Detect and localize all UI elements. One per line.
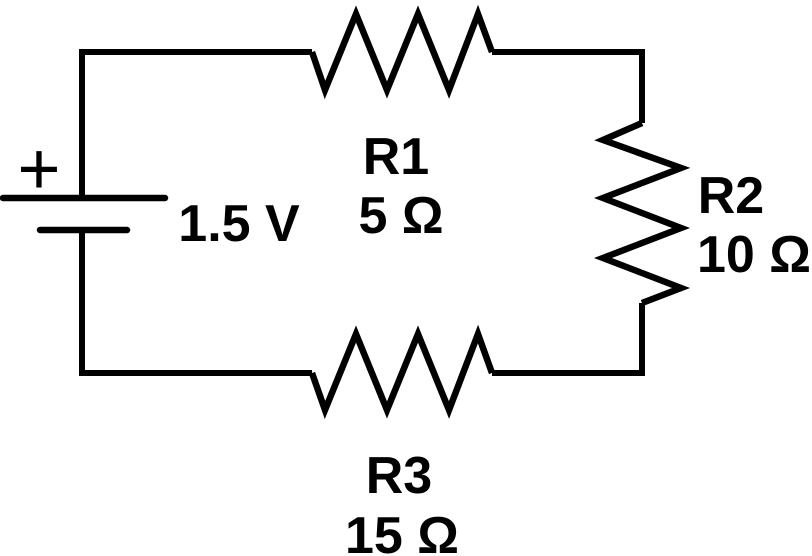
resistor-r1-name-label: R1	[362, 128, 430, 186]
battery-voltage-label: 1.5 V	[178, 195, 300, 253]
battery-plus-icon: +	[17, 127, 61, 210]
circuit-wire	[79, 49, 645, 376]
battery-icon	[0, 194, 169, 234]
resistor-r2-name-label: R2	[697, 167, 765, 225]
resistor-r3-name-label: R3	[365, 447, 433, 505]
resistor-r3-icon	[308, 324, 496, 420]
resistor-r3-value-label: 15 Ω	[345, 507, 459, 556]
resistor-r1-value-label: 5 Ω	[358, 187, 444, 245]
resistor-r2-value-label: 10 Ω	[697, 226, 811, 284]
resistor-r2-icon	[593, 120, 691, 307]
resistor-r1-icon	[308, 4, 496, 100]
